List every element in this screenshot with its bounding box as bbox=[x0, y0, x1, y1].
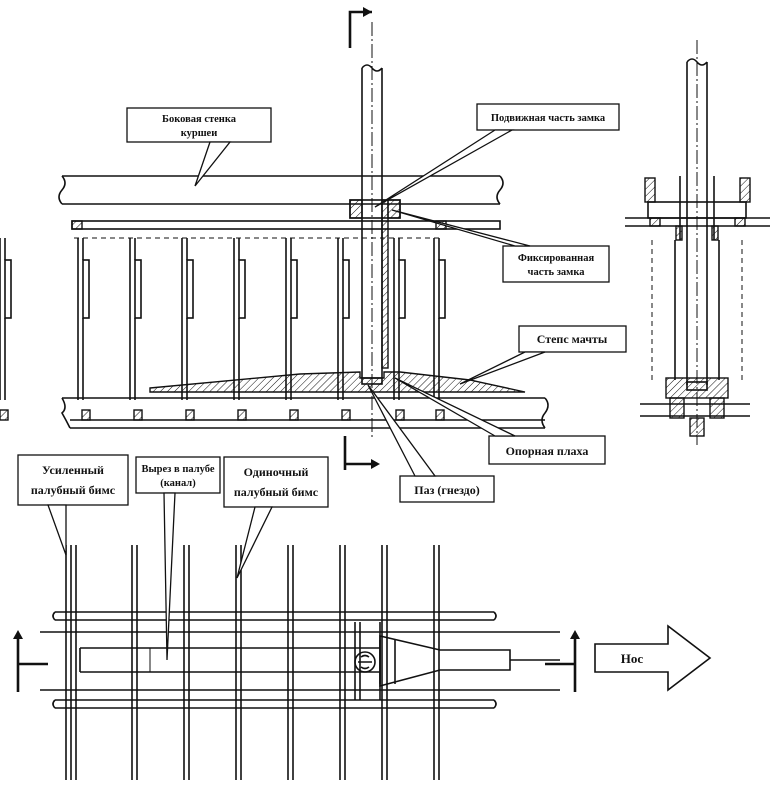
movable-lock-label: Подвижная часть замка bbox=[491, 113, 606, 124]
plan-view bbox=[13, 545, 712, 780]
single-beam-label-1: Одиночный bbox=[244, 465, 309, 479]
fixed-lock-label-1: Фиксированная bbox=[518, 253, 595, 264]
deck-cutout bbox=[40, 622, 560, 700]
mast-step-label: Степс мачты bbox=[537, 332, 608, 346]
callout-deck-cutout: Вырез в палубе (канал) bbox=[135, 456, 221, 661]
cross-section-view bbox=[625, 40, 770, 445]
callout-side-wall: Боковая стенка куршеи bbox=[126, 107, 272, 187]
frames bbox=[0, 237, 446, 401]
section-arrow-icon bbox=[343, 436, 380, 470]
keel bbox=[0, 397, 549, 429]
callout-reinforced-beam: Усиленный палубный бимс bbox=[17, 454, 129, 556]
section-arrow-icon bbox=[13, 630, 48, 692]
section-arrow-icon bbox=[348, 7, 372, 48]
callout-support-plate: Опорная плаха bbox=[394, 377, 606, 465]
bow-direction-arrow-icon bbox=[594, 624, 712, 692]
lock bbox=[349, 199, 401, 219]
callout-socket: Паз (гнездо) bbox=[367, 384, 495, 503]
reinforced-beam-label-2: палубный бимс bbox=[31, 483, 116, 497]
mast bbox=[361, 64, 389, 378]
elevation-view bbox=[0, 7, 549, 470]
section-arrow-icon bbox=[545, 630, 580, 692]
callout-movable-lock: Подвижная часть замка bbox=[374, 103, 620, 208]
deck-cutout-label-2: (канал) bbox=[160, 478, 196, 489]
support-plate-label: Опорная плаха bbox=[506, 444, 589, 458]
deck-cutout-label-1: Вырез в палубе bbox=[141, 464, 214, 475]
side-wall-label-2: куршеи bbox=[181, 128, 218, 139]
side-wall-label-1: Боковая стенка bbox=[162, 114, 237, 125]
mast-step bbox=[149, 371, 526, 393]
callout-fixed-lock: Фиксированная часть замка bbox=[391, 209, 610, 283]
bow-label: Нос bbox=[621, 651, 644, 666]
callout-single-beam: Одиночный палубный бимс bbox=[223, 456, 329, 579]
socket-label: Паз (гнездо) bbox=[414, 483, 480, 497]
deck-beams bbox=[65, 545, 440, 780]
reinforced-beam-label-1: Усиленный bbox=[42, 463, 104, 477]
callout-mast-step: Степс мачты bbox=[459, 325, 627, 385]
single-beam-label-2: палубный бимс bbox=[234, 485, 319, 499]
fixed-lock-label-2: часть замка bbox=[528, 267, 586, 278]
side-wall bbox=[58, 175, 504, 205]
